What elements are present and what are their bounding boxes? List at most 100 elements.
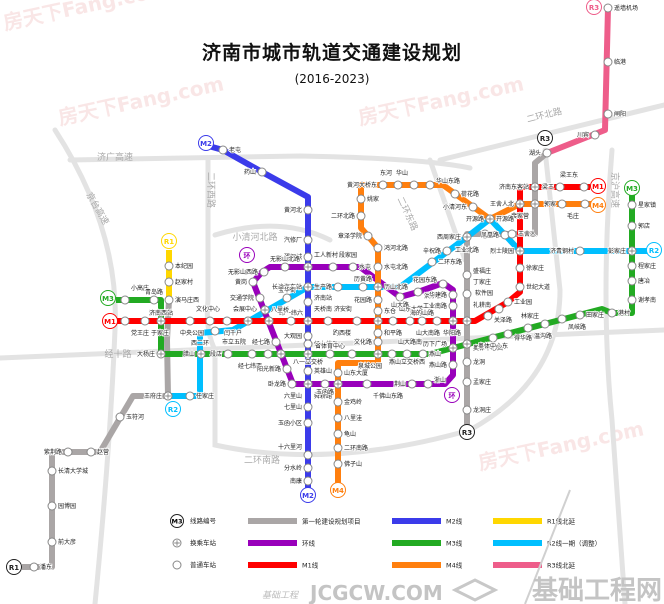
station [271,337,281,347]
legend-item-label: M3线 [446,539,463,548]
transfer-plus-icon [198,351,204,357]
line-ring-path [250,264,456,387]
station-label: 唐冶 [638,277,650,285]
station [259,267,269,277]
station-label: 烈士陵园 [490,247,514,255]
legend-item-label: M4线 [446,561,463,570]
station-label: 海的山路 [410,309,434,317]
station [627,276,637,286]
station [210,326,220,336]
transfer-plus-icon [278,351,284,357]
station [373,306,383,316]
line-badge-label: R1 [9,564,19,572]
line-badge-r1 [6,559,22,575]
station-label: 八里桥 [271,306,289,314]
station-label: 东仓 [384,307,396,315]
station-label: 林家庄 [521,312,539,320]
station [333,413,343,423]
line-badge-label: R2 [168,406,178,414]
transfer-plus-icon [335,381,341,387]
station-label: 于家庄 [151,329,169,337]
transfer-plus-icon [266,318,272,324]
transfer-plus-icon [517,248,523,254]
station-label: 济青钢村 [550,247,574,255]
station [373,328,383,338]
legend-transfer-label: 换乘车站 [190,538,217,547]
station-label: 丁家庄 [473,278,491,286]
station [402,349,412,359]
station [164,277,174,287]
station-label: 谢孝南 [638,296,656,304]
station-label: 历山北路 [384,283,408,291]
station [303,339,313,349]
station [323,316,333,326]
station-label: 潘东 [40,563,52,571]
station [363,231,373,241]
legend-normal-station-icon [172,560,182,570]
station [303,402,313,412]
station [557,314,567,324]
line-r3-extension-path [545,7,611,156]
station [423,379,433,389]
line-badge-label: R1 [164,238,174,246]
station [303,450,313,460]
station-label: 玉符河 [126,413,144,421]
transfer-plus-icon [158,351,164,357]
station [557,199,567,209]
line-badge-r2 [165,401,181,417]
line-badge-label: R2 [649,247,659,255]
station [185,316,195,326]
station-label: 凤凰路 [481,231,499,239]
transfer-plus-icon [174,540,180,546]
station-label: 山大南路 [416,329,440,337]
line-m4-path [335,182,592,488]
station [395,292,405,302]
station [222,316,232,326]
line-badge-ring [239,247,255,263]
station [450,189,460,199]
station-label: 郭店 [638,222,650,230]
station [418,349,428,359]
station [448,301,458,311]
station-label: 孟家庄 [473,378,491,386]
logo-name: 基础工程网 [532,576,662,604]
station-label: 毛庄 [567,212,579,220]
station [417,316,427,326]
station [328,262,338,272]
station [333,459,343,469]
station [579,182,589,192]
station-label: 二环北路 [331,212,355,220]
road-second-ring-north [437,102,664,163]
station-label: 济安街 [334,305,352,313]
transfer-plus-icon [450,345,456,351]
road-label: 小清河北路 [232,231,277,243]
station-label: 水屯 [359,263,371,271]
station [448,360,458,370]
station [627,261,637,271]
station [333,397,343,407]
station-label: 二环南路 [344,444,368,452]
station [115,412,125,422]
transfer-plus-icon [305,318,311,324]
station-label: 荆山 [394,380,406,388]
station [373,243,383,253]
station-label: 中央公园 [180,329,204,337]
station [627,295,637,305]
station-label: 世纪大道 [526,283,550,291]
station [356,211,366,221]
station-label: 玉函小区 [278,419,302,427]
station-label: 工人新村 [314,251,338,259]
station-label: 裴家营 [511,212,529,220]
station [120,295,130,305]
logo-script: 基础工程 [262,590,299,601]
station [413,287,423,297]
station-label: 龙洞庄 [473,406,491,414]
station-label: 阳光新路 [257,365,281,373]
station-label: 燕山路 [429,361,447,369]
legend-swatch [493,518,542,524]
station-label: 宝华街 [278,286,296,294]
station [63,447,73,457]
station [462,405,472,415]
station [140,316,150,326]
station-label: 湖头 [529,149,541,157]
